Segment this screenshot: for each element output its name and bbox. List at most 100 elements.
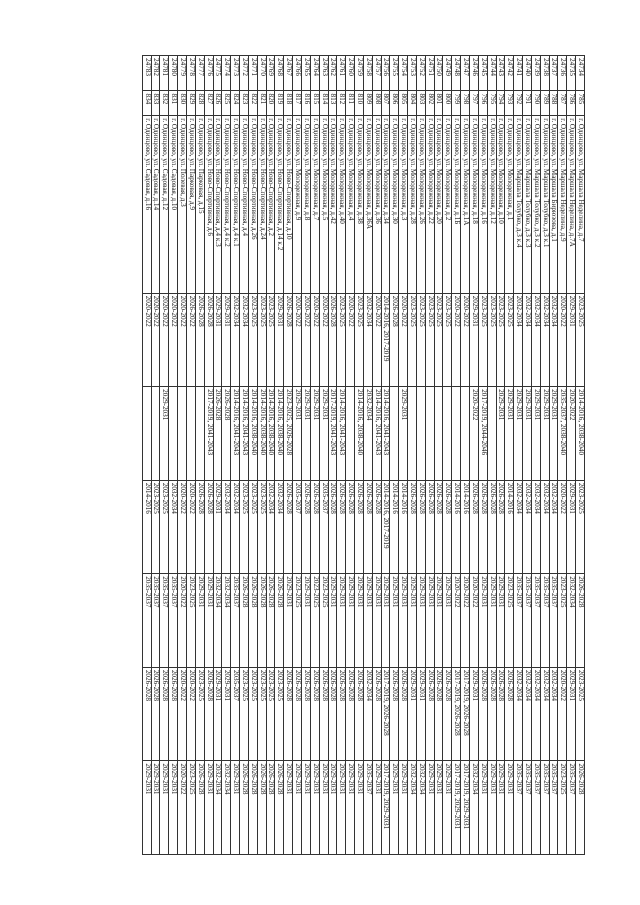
- cell-id: 24773: [230, 55, 240, 91]
- cell-period-2: [195, 386, 205, 481]
- cell-period-1: 2029-2031: [213, 293, 222, 387]
- cell-period-2: [345, 386, 355, 481]
- cell-period-3: 2035-2037: [319, 480, 329, 574]
- cell-period-5: 2026-2028: [319, 667, 329, 761]
- cell-address: г. Одинцово, ул. Молодежная, д.36: [372, 115, 382, 294]
- cell-id: 24778: [186, 55, 196, 91]
- cell-period-2: [434, 386, 443, 481]
- cell-period-3: 2026-2028: [487, 480, 497, 574]
- cell-number: 805: [398, 90, 408, 116]
- cell-period-5: 2029-2031: [469, 667, 479, 761]
- cell-period-5: 2029-2031: [407, 667, 417, 761]
- cell-period-3: 2014-2016, 2017-2019: [381, 480, 390, 574]
- cell-number: 816: [301, 90, 311, 116]
- cell-period-6: 2020-2022: [177, 760, 187, 855]
- cell-address: г. Одинцово, ул. Молодежная, д.2: [443, 115, 452, 294]
- cell-period-1: 2023-2025: [336, 293, 346, 387]
- cell-period-1: 2023-2025: [425, 293, 435, 387]
- cell-period-1: 2029-2031: [469, 293, 479, 387]
- cell-period-4: 2026-2028: [248, 573, 258, 668]
- cell-period-4: 2029-2031: [345, 573, 355, 668]
- cell-address: г. Одинцово, ул. Маршала Толубко, д.3 к.…: [540, 115, 550, 294]
- cell-number: 792: [513, 90, 523, 116]
- cell-period-4: 2023-2025: [504, 573, 514, 668]
- cell-period-4: 2029-2031: [389, 573, 399, 668]
- cell-period-1: 2032-2034: [549, 293, 558, 387]
- cell-id: 24777: [195, 55, 205, 91]
- cell-id: 24751: [425, 55, 435, 91]
- cell-address: г. Одинцово, ул. Маршала Неделина, д.9: [557, 115, 567, 294]
- cell-period-4: 2035-2037: [142, 573, 152, 668]
- cell-id: 24779: [177, 55, 187, 91]
- cell-period-6: 2029-2031: [142, 760, 152, 855]
- cell-period-1: 2020-2022: [460, 293, 470, 387]
- cell-period-1: 2029-2031: [274, 293, 284, 387]
- cell-id: 24761: [336, 55, 346, 91]
- cell-period-6: 2029-2031: [504, 760, 514, 855]
- cell-period-3: 2014-2016: [460, 480, 470, 574]
- cell-address: г. Одинцово, ул. Молодежная, д.1А: [460, 115, 470, 294]
- cell-period-4: 2026-2028: [239, 573, 249, 668]
- cell-period-3: 2026-2028: [363, 480, 373, 574]
- cell-period-2: 2029-2031: [504, 386, 514, 481]
- cell-period-6: 2032-2034: [221, 760, 231, 855]
- cell-period-6: 2029-2031: [496, 760, 505, 855]
- cell-number: 793: [504, 90, 514, 116]
- cell-period-3: 2026-2028: [372, 480, 382, 574]
- cell-period-6: 2029-2031: [389, 760, 399, 855]
- cell-period-5: 2017-2019, 2026-2028: [460, 667, 470, 761]
- cell-address: г. Одинцово, ул. Молодежная, д.4: [345, 115, 355, 294]
- cell-period-4: 2023-2025: [319, 573, 329, 668]
- cell-period-4: 2026-2028: [274, 573, 284, 668]
- cell-period-6: 2026-2028: [195, 760, 205, 855]
- cell-id: 24762: [328, 55, 337, 91]
- cell-period-6: 2029-2031: [328, 760, 337, 855]
- cell-period-3: 2026-2028: [354, 480, 364, 574]
- cell-period-5: 2020-2022: [177, 667, 187, 761]
- cell-period-1: 2020-2022: [292, 293, 302, 387]
- cell-period-3: 2026-2028: [345, 480, 355, 574]
- cell-number: 818: [283, 90, 293, 116]
- cell-period-2: 2014-2016, 2041-2043: [381, 386, 390, 481]
- cell-address: г. Одинцово, ул. Молодежная, д.28: [407, 115, 417, 294]
- cell-period-2: 2014-2016, 2041-2043: [336, 386, 346, 481]
- cell-period-2: 2014-2016, 2038-2040: [248, 386, 258, 481]
- cell-id: 24774: [221, 55, 231, 91]
- cell-period-3: 2023-2025: [248, 480, 258, 574]
- cell-period-5: 2023-2025: [239, 667, 249, 761]
- cell-period-2: 2014-2016, 2041-2043: [239, 386, 249, 481]
- cell-period-1: 2032-2034: [230, 293, 240, 387]
- cell-period-1: 2032-2034: [513, 293, 523, 387]
- cell-id: 24746: [469, 55, 479, 91]
- cell-period-5: 2029-2031: [566, 667, 576, 761]
- cell-period-3: 2026-2028: [195, 480, 205, 574]
- cell-address: г. Одинцово, ул. Ново-Спортивная, д.14 к…: [274, 115, 284, 294]
- cell-period-3: 2026-2028: [283, 480, 293, 574]
- cell-period-6: 2035-2037: [549, 760, 558, 855]
- cell-period-3: 2020-2022: [177, 480, 187, 574]
- cell-period-5: 2026-2028: [310, 667, 320, 761]
- cell-address: г. Одинцово, ул. Ново-Спортивная, д.26: [248, 115, 258, 294]
- cell-period-3: 2026-2028: [204, 480, 214, 574]
- cell-id: 24775: [213, 55, 222, 91]
- cell-period-4: 2035-2037: [151, 573, 160, 668]
- cell-id: 24739: [531, 55, 541, 91]
- cell-period-2: [389, 386, 399, 481]
- cell-number: 798: [460, 90, 470, 116]
- cell-period-2: [177, 386, 187, 481]
- cell-address: г. Одинцово, ул. Садовая, д.14: [151, 115, 160, 294]
- cell-number: 809: [363, 90, 373, 116]
